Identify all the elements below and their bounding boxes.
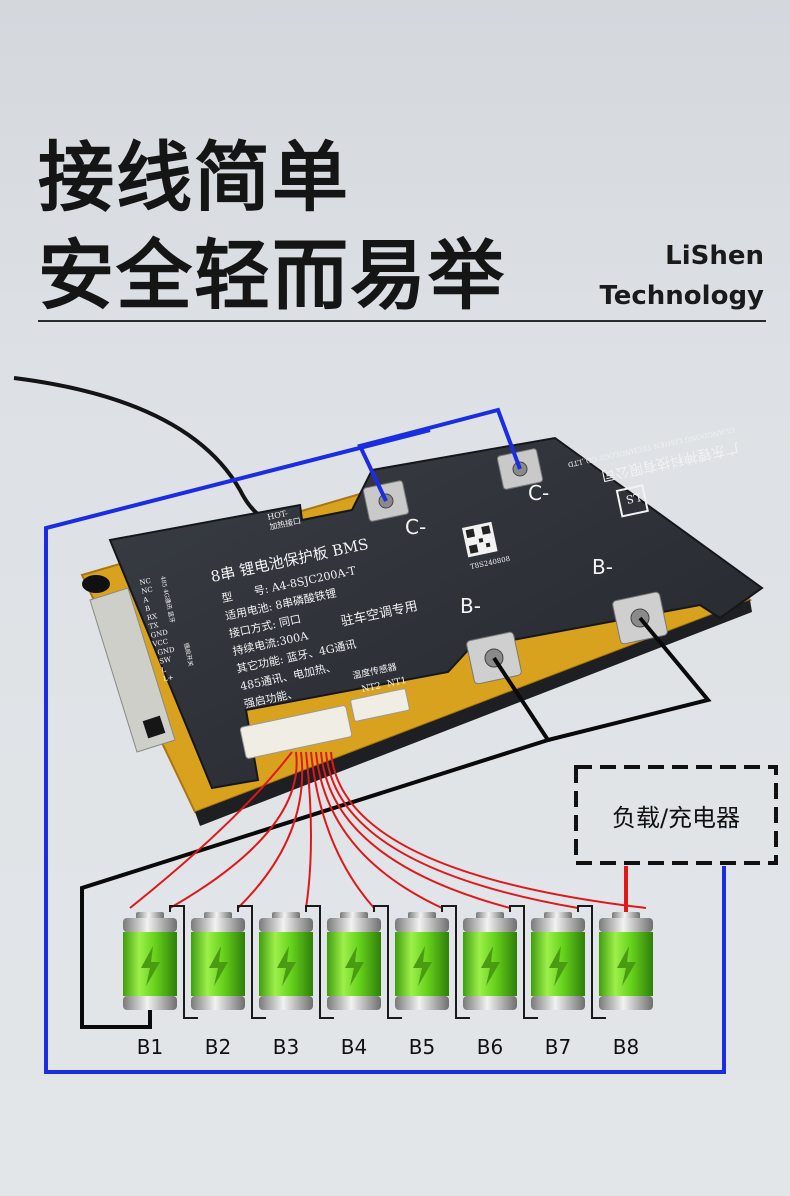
lightning-icon [413, 946, 432, 986]
battery-cell: B4 [327, 912, 381, 1059]
switch-label: GND [157, 645, 176, 657]
title-divider [38, 320, 766, 322]
battery-top-cap [327, 918, 381, 932]
battery-label: B7 [545, 1035, 571, 1059]
lishen-logo-icon [615, 484, 649, 518]
lightning-icon [481, 946, 500, 986]
ntc-connector [350, 688, 410, 722]
series-jumper [577, 905, 606, 1019]
battery-bottom-cap [463, 996, 517, 1010]
series-jumper [373, 905, 402, 1019]
brand-subtitle: Technology [599, 281, 764, 311]
battery-cell: B8 [599, 912, 653, 1059]
port-label: B [144, 604, 151, 613]
charge-wire [44, 407, 726, 1074]
balance-wire [237, 751, 304, 909]
chip-icon [142, 715, 166, 739]
balance-wire [325, 751, 579, 909]
battery-bottom-cap [191, 996, 245, 1010]
battery-bottom-cap [327, 996, 381, 1010]
battery-top-cap [191, 918, 245, 932]
lightning-icon [209, 946, 228, 986]
battery-cell: B6 [463, 912, 517, 1059]
battery-cell: B1 [123, 912, 177, 1059]
lightning-icon [345, 946, 364, 986]
port-label: TX [148, 621, 159, 631]
b-minus-label-2: B- [592, 555, 613, 579]
battery-top-cap [259, 918, 313, 932]
port-label: VCC [151, 637, 169, 648]
antenna-wire [13, 376, 276, 524]
b-minus-label-1: B- [460, 594, 481, 618]
series-jumper [441, 905, 470, 1019]
series-jumpers [169, 905, 606, 1019]
port-label: GND [150, 628, 169, 640]
battery-top-cap [531, 918, 585, 932]
battery-bottom-cap [599, 996, 653, 1010]
battery-bottom-cap [123, 996, 177, 1010]
series-jumper [509, 905, 538, 1019]
battery-bottom-cap [259, 996, 313, 1010]
headline-line-2: 安全轻而易举 [38, 231, 506, 320]
balance-wire [305, 751, 312, 909]
port-label-column: NC NC A B RX TX GND VCC 485 4G通讯 蓝牙 [139, 575, 177, 649]
balance-wire [129, 751, 293, 909]
battery-pack: B1 B2 B3 B4 B5 B6 B7 B8 [123, 912, 653, 1059]
battery-label: B5 [409, 1035, 435, 1059]
port-label: NC [141, 586, 154, 596]
power-wire [80, 616, 712, 1029]
battery-label: B4 [341, 1035, 367, 1059]
balance-wires [129, 751, 647, 909]
switch-label: SW [159, 655, 173, 665]
c-minus-label-2: C- [528, 481, 549, 505]
series-jumper [237, 905, 266, 1019]
c-minus-label-1: C- [405, 515, 426, 539]
load-charger-box: 负载/充电器 [574, 765, 778, 865]
brand-name: LiShen [665, 241, 764, 271]
battery-label: B6 [477, 1035, 503, 1059]
lightning-icon [617, 946, 636, 986]
balance-wire [169, 751, 298, 909]
balance-wire [315, 751, 443, 909]
switch-label: L+ [162, 673, 174, 683]
port-label: RX [146, 612, 158, 622]
balance-wire [320, 751, 511, 909]
battery-label: B8 [613, 1035, 639, 1059]
port-label: NC [139, 577, 152, 587]
switch-label: L [160, 666, 167, 675]
logo-text: LS [625, 490, 642, 506]
battery-bottom-cap [531, 996, 585, 1010]
battery-label: B2 [205, 1035, 231, 1059]
headline-line-1: 接线简单 [38, 133, 350, 222]
battery-cell: B5 [395, 912, 449, 1059]
side-connectors [89, 587, 176, 753]
battery-label: B1 [137, 1035, 163, 1059]
battery-cell: B3 [259, 912, 313, 1059]
battery-cell: B7 [531, 912, 585, 1059]
buzzer-icon [82, 575, 110, 593]
battery-top-cap [463, 918, 517, 932]
battery-top-cap [599, 918, 653, 932]
series-jumper [305, 905, 334, 1019]
series-jumper [169, 905, 198, 1019]
lightning-icon [277, 946, 296, 986]
battery-bottom-cap [395, 996, 449, 1010]
battery-label: B3 [273, 1035, 299, 1059]
balance-wire [330, 751, 647, 909]
load-charger-label: 负载/充电器 [612, 804, 740, 832]
battery-top-cap [123, 918, 177, 932]
hot-label: HOT- [267, 509, 289, 522]
ntc2-label: NT2 [361, 681, 382, 695]
lightning-icon [141, 946, 160, 986]
port-label: A [142, 595, 151, 604]
battery-cell: B2 [191, 912, 245, 1059]
balance-connector [239, 705, 353, 759]
battery-top-cap [395, 918, 449, 932]
balance-wire [310, 751, 375, 909]
ntc1-label: NT1 [386, 676, 407, 690]
lightning-icon [549, 946, 568, 986]
